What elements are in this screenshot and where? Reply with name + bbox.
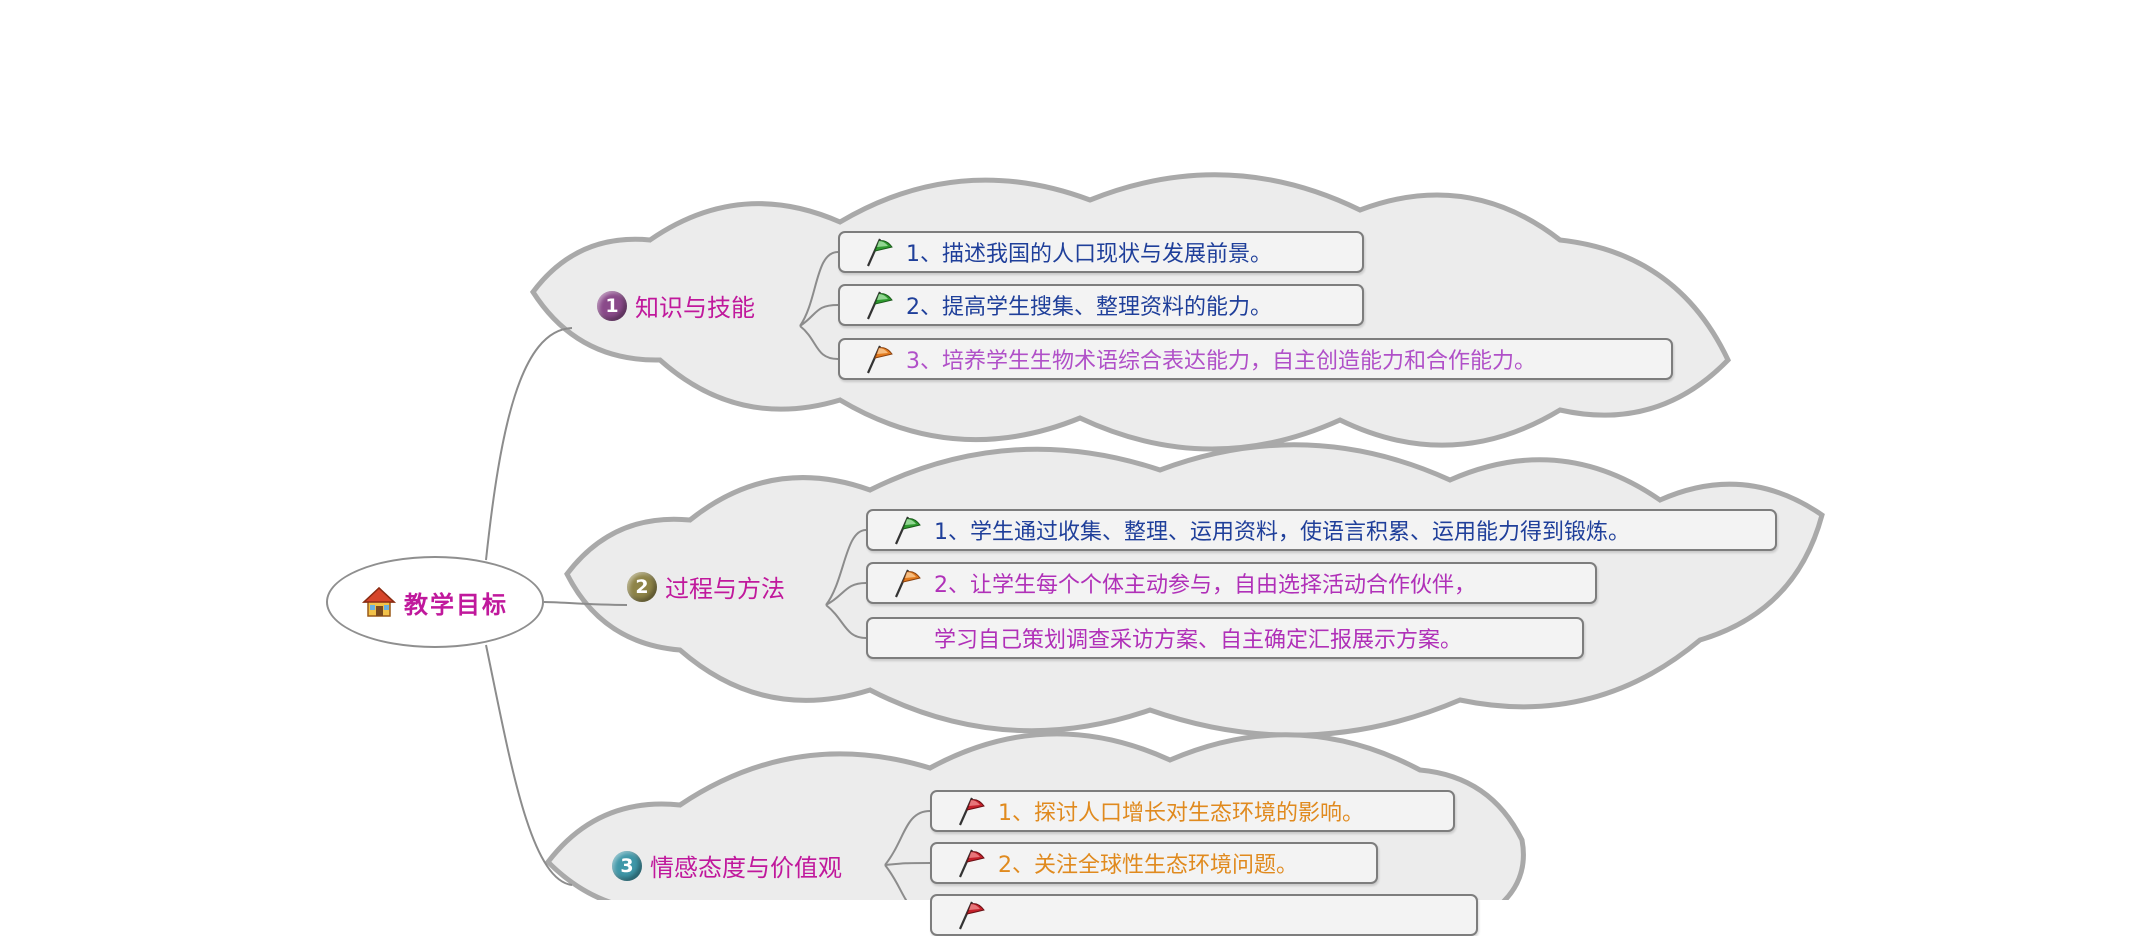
node-1-1[interactable]: 1、描述我国的人口现状与发展前景。: [838, 231, 1364, 273]
connector-2-2: [825, 582, 867, 606]
connector-2-1: [825, 529, 867, 606]
node-2-1[interactable]: 1、学生通过收集、整理、运用资料，使语言积累、运用能力得到锻炼。: [866, 509, 1777, 551]
branch-label: 知识与技能: [635, 294, 755, 322]
flag-red-icon: [954, 898, 988, 932]
connector-root-branch-2: [543, 601, 628, 606]
connector-3-2: [884, 862, 931, 866]
connector-root-branch-3: [485, 644, 573, 886]
node-2-2[interactable]: 2、让学生每个个体主动参与，自由选择活动合作伙伴，: [866, 562, 1597, 604]
house-icon: [362, 586, 396, 617]
flag-red-icon: [954, 794, 988, 828]
branch-process-methods[interactable]: 2 过程与方法: [627, 569, 785, 604]
flag-green-icon: [862, 288, 896, 322]
flag-red-icon: [954, 846, 988, 880]
node-text: 学习自己策划调查采访方案、自主确定汇报展示方案。: [934, 628, 1463, 653]
flag-green-icon: [890, 513, 924, 547]
node-text: 3、培养学生生物术语综合表达能力，自主创造能力和合作能力。: [906, 349, 1536, 374]
node-text: 1、学生通过收集、整理、运用资料，使语言积累、运用能力得到锻炼。: [934, 520, 1630, 545]
connector-1-3: [799, 325, 839, 360]
flag-orange-icon: [890, 566, 924, 600]
connector-3-3: [884, 864, 908, 900]
connector-1-1: [799, 251, 839, 327]
node-text: 2、提高学生搜集、整理资料的能力。: [906, 295, 1272, 320]
branch-label: 过程与方法: [665, 575, 785, 603]
node-text: 1、探讨人口增长对生态环境的影响。: [998, 801, 1364, 826]
node-text: 2、让学生每个个体主动参与，自由选择活动合作伙伴，: [934, 573, 1476, 598]
node-2-3[interactable]: 学习自己策划调查采访方案、自主确定汇报展示方案。: [866, 617, 1584, 659]
node-text: 2、关注全球性生态环境问题。: [998, 853, 1298, 878]
node-3-1[interactable]: 1、探讨人口增长对生态环境的影响。: [930, 790, 1455, 832]
root-node[interactable]: 教学目标: [326, 556, 544, 648]
number-badge-icon: 2: [627, 571, 657, 602]
connector-1-2: [799, 304, 839, 327]
branch-emotion-values[interactable]: 3 情感态度与价值观: [612, 848, 842, 883]
flag-green-icon: [862, 235, 896, 269]
number-badge-icon: 1: [597, 290, 627, 321]
connector-2-3: [825, 604, 867, 639]
root-label: 教学目标: [404, 590, 508, 619]
mind-map-canvas: [485, 172, 1825, 900]
node-3-3[interactable]: [930, 894, 1478, 936]
node-3-2[interactable]: 2、关注全球性生态环境问题。: [930, 842, 1378, 884]
node-text: 1、描述我国的人口现状与发展前景。: [906, 242, 1272, 267]
node-1-3[interactable]: 3、培养学生生物术语综合表达能力，自主创造能力和合作能力。: [838, 338, 1673, 380]
branch-knowledge-skills[interactable]: 1 知识与技能: [597, 288, 755, 323]
connector-root-branch-1: [485, 327, 573, 561]
branch-label: 情感态度与价值观: [650, 854, 842, 882]
connector-3-1: [884, 810, 931, 866]
connector-layer: [485, 251, 931, 900]
number-badge-icon: 3: [612, 850, 642, 881]
flag-orange-icon: [862, 342, 896, 376]
node-1-2[interactable]: 2、提高学生搜集、整理资料的能力。: [838, 284, 1364, 326]
